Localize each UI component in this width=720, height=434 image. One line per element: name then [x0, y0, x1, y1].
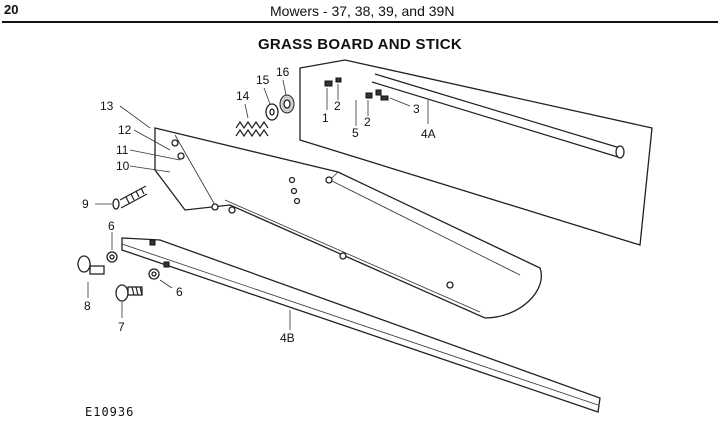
board-hole-5	[293, 197, 301, 205]
board-hole-8	[446, 281, 454, 289]
small-bolt-1	[324, 80, 333, 87]
board-inner-edge	[329, 179, 521, 276]
board-bracket-line	[174, 134, 216, 206]
grass-board	[154, 127, 542, 319]
header-rule	[2, 21, 718, 23]
board-hole-10	[211, 203, 219, 211]
washer-6a-hole	[109, 254, 115, 260]
bolt-8-shank	[89, 265, 105, 275]
callout-7: 7	[118, 320, 125, 334]
bolt-9-shank	[119, 185, 148, 209]
grass-board-outline	[154, 127, 542, 319]
section-title: GRASS BOARD AND STICK	[257, 36, 463, 53]
spring-assembly	[235, 79, 295, 138]
washer-2b	[375, 89, 382, 96]
board-hole-9	[228, 206, 236, 214]
washer-2a	[335, 77, 342, 83]
callout-13: 13	[100, 99, 114, 113]
bolt-7-shank	[127, 286, 143, 296]
grass-stick-rod-top	[374, 73, 621, 149]
board-hole-6	[325, 176, 333, 184]
spring-14-lower	[235, 128, 269, 138]
callout-16: 16	[276, 65, 290, 79]
callout-5: 5	[352, 126, 359, 140]
callout-6b: 6	[176, 285, 183, 299]
board-hole-7	[339, 252, 347, 260]
leader-13	[119, 105, 151, 129]
callout-1: 1	[322, 111, 329, 125]
leader-14	[244, 103, 249, 119]
board-hole-2	[177, 152, 185, 160]
leader-3	[389, 97, 411, 107]
board-lower-edge	[224, 199, 481, 313]
carriage-bolts	[77, 232, 173, 318]
bolt-7-thread	[131, 286, 143, 296]
stick-slot-2	[163, 261, 170, 268]
bolt-8-head	[77, 255, 91, 273]
leader-12	[133, 129, 171, 151]
leader-16	[282, 79, 287, 96]
callout-3: 3	[413, 102, 420, 116]
washer-15-hole	[269, 108, 275, 116]
callout-2a: 2	[334, 99, 341, 113]
leader-6b	[159, 279, 173, 289]
bolt-9	[95, 185, 148, 210]
grass-stick-4b	[121, 237, 601, 413]
callout-10: 10	[116, 159, 130, 173]
leader-10	[129, 165, 171, 173]
figure-id: E10936	[85, 405, 135, 419]
board-hole-1	[171, 139, 179, 147]
board-hole-3	[288, 176, 296, 184]
callout-11: 11	[116, 143, 129, 157]
callout-15: 15	[256, 73, 270, 87]
washer-6b-hole	[151, 271, 157, 277]
leader-15	[263, 87, 271, 105]
callout-14: 14	[236, 89, 250, 103]
nut-5	[365, 92, 373, 99]
inset-panel-4a	[299, 59, 653, 246]
bolt-7-head	[115, 284, 129, 302]
page-number: 20	[4, 2, 19, 17]
grass-stick-rod-bottom	[371, 81, 619, 158]
callout-labels: 1 2 2 3 4A 5 14 15 16 13 12 11 10 9 6 8 …	[82, 65, 436, 345]
board-leaders	[119, 105, 181, 173]
callout-2b: 2	[364, 115, 371, 129]
callout-8: 8	[84, 299, 91, 313]
spring-14	[235, 120, 269, 130]
page-header: 20 Mowers - 37, 38, 39, and 39N	[0, 0, 720, 23]
pin-3	[380, 95, 389, 101]
board-hole-4	[290, 187, 298, 195]
grass-stick-edge	[121, 243, 599, 406]
nut-16-hole	[283, 99, 291, 109]
inset-frame	[299, 59, 653, 246]
leader-11	[129, 149, 181, 161]
callout-12: 12	[118, 123, 132, 137]
running-title: Mowers - 37, 38, 39, and 39N	[270, 3, 455, 19]
rod-end	[615, 145, 625, 159]
callout-4b: 4B	[280, 331, 295, 345]
callout-9: 9	[82, 197, 89, 211]
stick-slot-1	[149, 239, 156, 246]
bolt-9-head	[112, 198, 120, 210]
callout-4a: 4A	[421, 127, 436, 141]
callout-6a: 6	[108, 219, 115, 233]
